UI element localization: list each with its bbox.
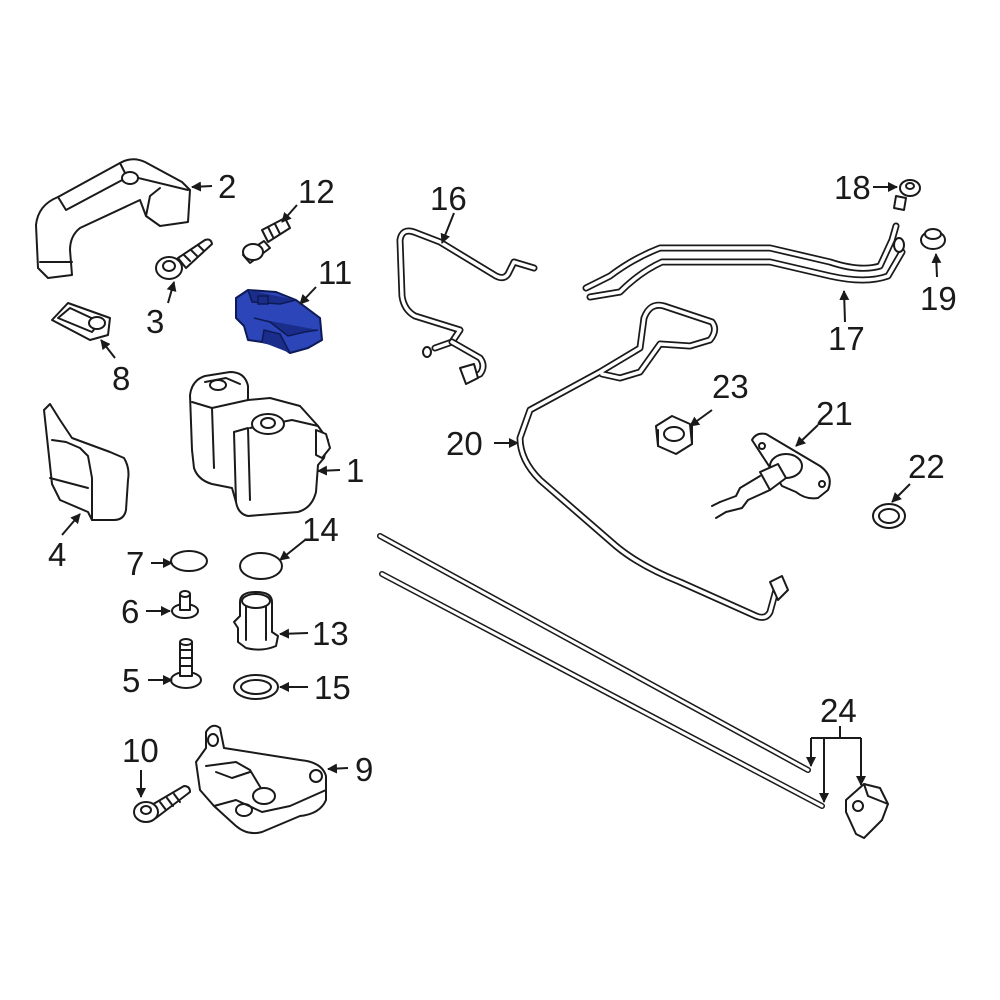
callout-19: 19: [920, 280, 957, 317]
callout-13: 13: [312, 615, 349, 652]
part-23-nut[interactable]: [655, 415, 693, 455]
part-4-shield[interactable]: [43, 403, 130, 521]
part-17-tube-pair[interactable]: [582, 222, 906, 301]
callout-20: 20: [446, 425, 483, 462]
part-2-bracket[interactable]: [35, 158, 191, 279]
callout-2: 2: [218, 168, 236, 205]
callout-10: 10: [122, 732, 159, 769]
callout-11: 11: [318, 254, 352, 291]
callout-22: 22: [908, 448, 945, 485]
part-3-bolt[interactable]: [155, 238, 213, 280]
leader-lines: [61, 181, 942, 803]
part-10-bolt[interactable]: [133, 785, 191, 823]
callout-23: 23: [712, 368, 749, 405]
callout-5: 5: [122, 662, 140, 699]
part-9-mounting-bracket[interactable]: [195, 724, 327, 835]
callout-6: 6: [121, 593, 139, 630]
part-6-fitting[interactable]: [171, 590, 199, 619]
callout-1: 1: [346, 452, 364, 489]
callout-16: 16: [430, 180, 467, 217]
part-11-highlighted-component[interactable]: [235, 289, 323, 354]
part-18-screw[interactable]: [893, 179, 921, 211]
part-5-fitting[interactable]: [170, 638, 202, 689]
part-22-o-ring[interactable]: [872, 503, 906, 529]
part-16-tube[interactable]: [396, 227, 538, 385]
callout-24: 24: [820, 692, 857, 729]
part-15-seal[interactable]: [233, 674, 279, 700]
callout-17: 17: [828, 320, 865, 357]
callout-3: 3: [146, 303, 164, 340]
callout-18: 18: [834, 169, 871, 206]
callout-8: 8: [112, 360, 130, 397]
part-14-seal[interactable]: [239, 552, 283, 580]
part-24-rods-and-clip[interactable]: [377, 533, 889, 839]
callout-14: 14: [302, 511, 339, 548]
part-21-sensor[interactable]: [711, 432, 831, 519]
part-8-clip-nut[interactable]: [51, 302, 111, 341]
callout-9: 9: [355, 751, 373, 788]
part-12-bolt[interactable]: [242, 217, 291, 264]
part-19-cap[interactable]: [920, 228, 946, 250]
callout-12: 12: [298, 173, 335, 210]
callout-labels: 1 2 3 4 5 6 7 8 9 10 11 12 13 14 15 16 1…: [48, 168, 957, 788]
part-1-module[interactable]: [189, 371, 331, 517]
part-7-o-ring[interactable]: [170, 550, 208, 572]
callout-4: 4: [48, 536, 66, 573]
callout-7: 7: [126, 545, 144, 582]
callout-15: 15: [314, 669, 351, 706]
part-20-hose[interactable]: [516, 301, 789, 621]
part-13-connector[interactable]: [233, 591, 279, 651]
callout-21: 21: [816, 395, 853, 432]
